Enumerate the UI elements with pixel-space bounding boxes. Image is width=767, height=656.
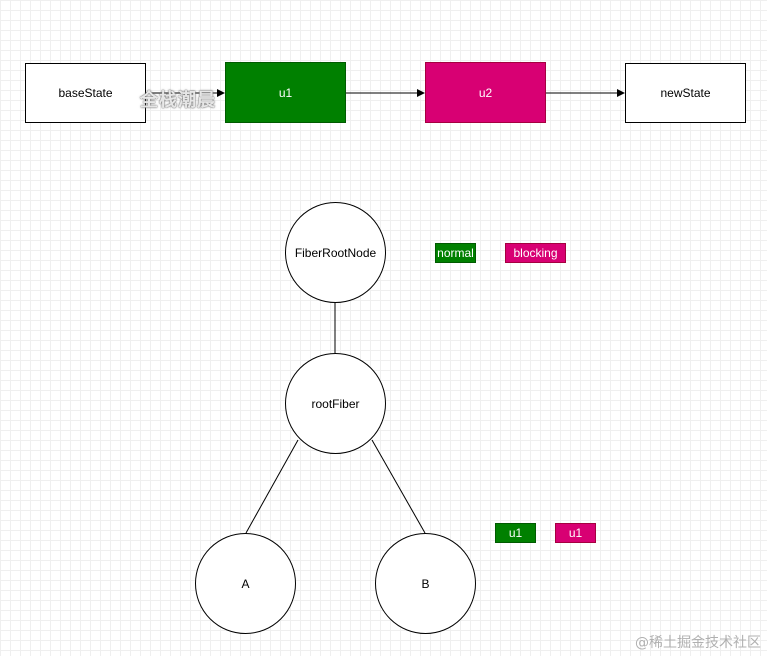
- fiber-node-a-label: A: [241, 576, 250, 591]
- overlay-watermark-text: 全栈潮晨: [140, 90, 216, 111]
- edge-rootfiber-to-b: [371, 439, 426, 534]
- base-state-box: baseState: [25, 63, 146, 123]
- root-fiber-node: rootFiber: [285, 353, 386, 454]
- blocking-lane-update-tag: u1: [555, 523, 596, 543]
- legend-normal-tag: normal: [435, 243, 476, 263]
- fiber-root-node: FiberRootNode: [285, 202, 386, 303]
- base-state-label: baseState: [58, 86, 113, 100]
- update-u1-box: u1: [225, 62, 346, 123]
- update-u2-label: u2: [478, 85, 493, 100]
- update-u1-label: u1: [278, 85, 293, 100]
- fiber-node-a: A: [195, 533, 296, 634]
- new-state-box: newState: [625, 63, 746, 123]
- edge-rootfiber-to-a: [245, 439, 299, 534]
- normal-lane-update-tag: u1: [495, 523, 536, 543]
- update-u2-box: u2: [425, 62, 546, 123]
- fiber-root-node-label: FiberRootNode: [294, 245, 377, 260]
- site-watermark: @稀土掘金技术社区: [635, 635, 761, 651]
- fiber-node-b: B: [375, 533, 476, 634]
- legend-blocking-tag: blocking: [505, 243, 566, 263]
- new-state-label: newState: [660, 86, 711, 100]
- root-fiber-node-label: rootFiber: [311, 396, 360, 411]
- fiber-node-b-label: B: [421, 576, 430, 591]
